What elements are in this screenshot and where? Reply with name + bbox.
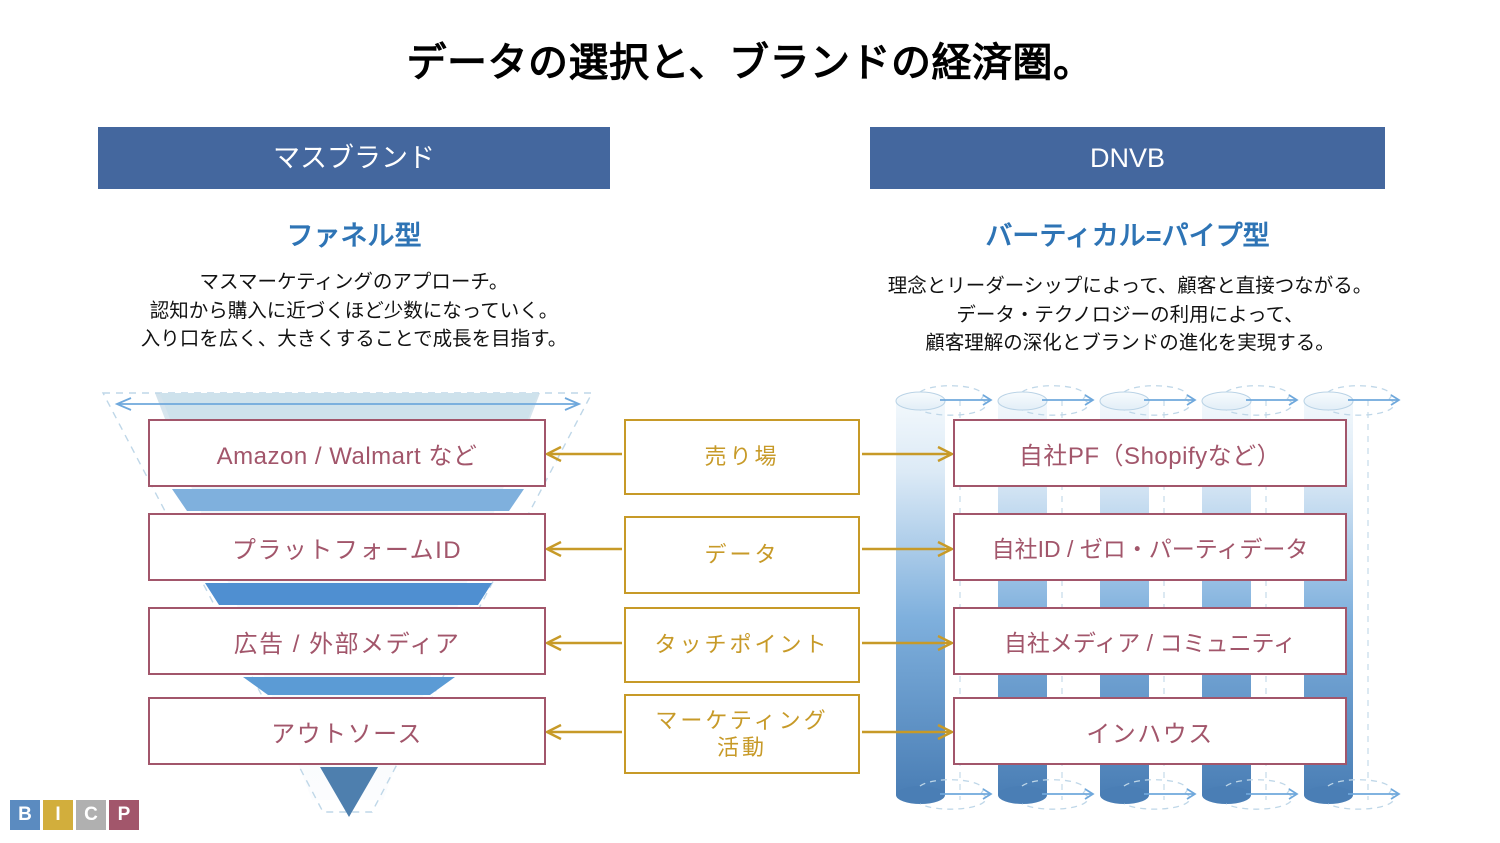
column-description-right: 理念とリーダーシップによって、顧客と直接つながる。 データ・テクノロジーの利用に…	[887, 275, 1373, 355]
logo-letter-c: C	[76, 800, 106, 830]
funnel-stage-ads-media[interactable]: 広告 / 外部メディア	[148, 607, 546, 675]
category-data[interactable]: データ	[624, 516, 860, 594]
pipe-stage-inhouse[interactable]: インハウス	[953, 697, 1347, 765]
category-marketing-activity[interactable]: マーケティング 活動	[624, 694, 860, 774]
funnel-stage-outsource[interactable]: アウトソース	[148, 697, 546, 765]
page-title: データの選択と、ブランドの経済圏。	[406, 41, 1094, 85]
logo-letter-b: B	[10, 800, 40, 830]
column-subtitle-funnel: ファネル型	[286, 221, 422, 251]
pipe-stage-own-platform[interactable]: 自社PF（Shopifyなど）	[953, 419, 1347, 487]
logo-letter-p: P	[109, 800, 139, 830]
category-sales-channel[interactable]: 売り場	[624, 419, 860, 495]
funnel-stage-platform-id[interactable]: プラットフォームID	[148, 513, 546, 581]
column-header-dnvb: DNVB	[870, 127, 1385, 189]
column-header-mass-brand: マスブランド	[98, 127, 610, 189]
logo-letter-i: I	[43, 800, 73, 830]
bicp-logo: B I C P	[10, 800, 142, 830]
column-description-left: マスマーケティングのアプローチ。 認知から購入に近づくほど少数になっていく。 入…	[140, 271, 568, 351]
column-subtitle-pipe: バーティカル=パイプ型	[985, 221, 1270, 251]
pipe-stage-own-media[interactable]: 自社メディア / コミュニティ	[953, 607, 1347, 675]
pipe-stage-own-id-data[interactable]: 自社ID / ゼロ・パーティデータ	[953, 513, 1347, 581]
funnel-stage-marketplace[interactable]: Amazon / Walmart など	[148, 419, 546, 487]
category-touchpoint[interactable]: タッチポイント	[624, 607, 860, 683]
